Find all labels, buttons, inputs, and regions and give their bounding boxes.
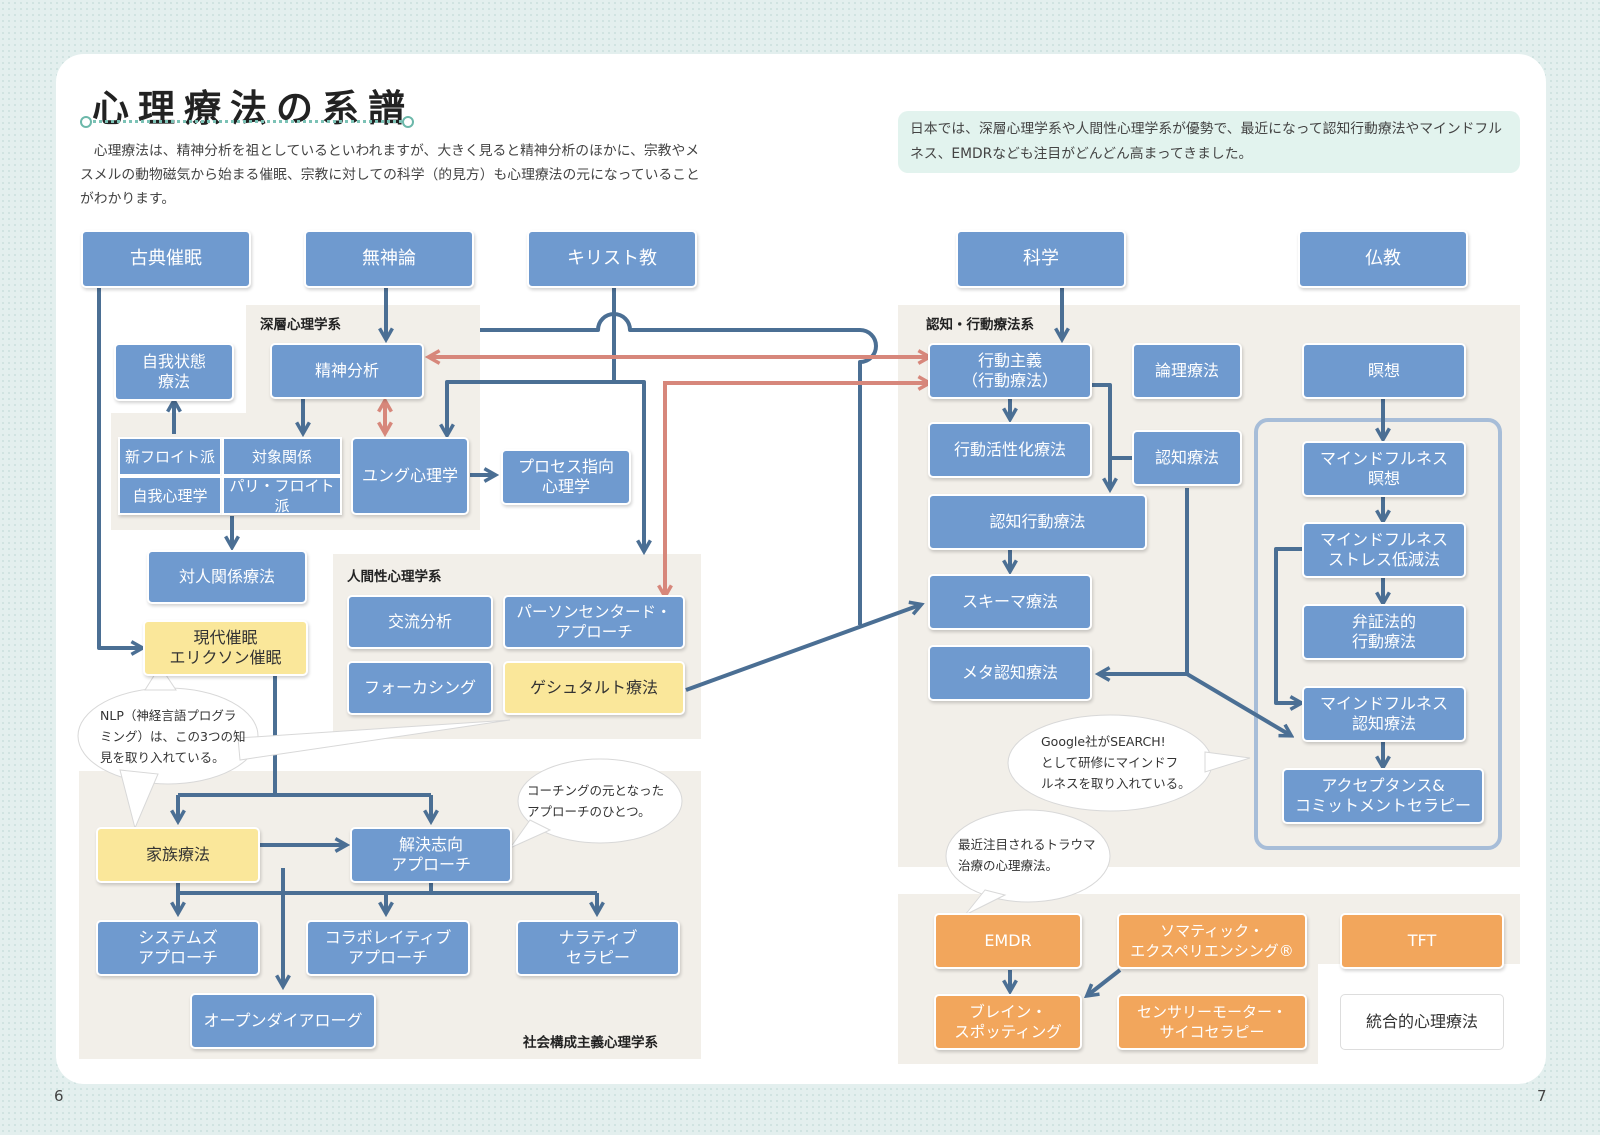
- node-collaborative-approach: コラボレイティブ アプローチ: [306, 920, 470, 976]
- speech-bubbles: [77, 665, 1251, 916]
- connector-somatic-to-brainspotting: [1088, 968, 1122, 995]
- connector-gestalt-to-schema: [685, 605, 920, 692]
- node-mbct: マインドフルネス 認知療法: [1302, 686, 1466, 742]
- node-cognitive-therapy: 認知療法: [1132, 430, 1242, 486]
- node-family-therapy: 家族療法: [96, 827, 260, 883]
- node-psychoanalysis: 精神分析: [270, 343, 424, 399]
- red-connectors: [385, 357, 928, 595]
- node-jungian: ユング心理学: [351, 437, 469, 515]
- group-label-humanistic: 人間性心理学系: [347, 569, 442, 585]
- bubble-nlp-tail-right: [237, 719, 511, 761]
- root-node-christianity: キリスト教: [527, 230, 697, 288]
- connector-behaviorism-to-cbt: [1092, 383, 1110, 488]
- node-open-dialogue: オープンダイアローグ: [190, 993, 376, 1049]
- page-number-right: 7: [1537, 1087, 1547, 1105]
- node-meditation: 瞑想: [1302, 343, 1466, 399]
- connector-christianity-to-person-centered: [614, 380, 644, 550]
- node-cbt: 認知行動療法: [928, 494, 1147, 550]
- bubble-nlp-tail-up: [144, 665, 177, 691]
- bubble-google-text: Google社がSEARCH! として研修にマインドフ ルネスを取り入れている。: [1041, 734, 1191, 791]
- node-rational-therapy: 論理療法: [1132, 343, 1242, 399]
- title-underline-dot-left: [80, 116, 92, 128]
- root-node-buddhism: 仏教: [1298, 230, 1468, 288]
- bubble-coaching-shape: [517, 758, 683, 844]
- node-paris-freudian: パリ・フロイト派: [222, 476, 342, 515]
- node-behavioral-activation: 行動活性化療法: [928, 422, 1092, 478]
- node-gestalt: ゲシュタルト療法: [503, 661, 685, 715]
- title-underline-dot-right: [402, 116, 414, 128]
- node-focusing: フォーカシング: [347, 661, 493, 715]
- node-ego-state: 自我状態 療法: [114, 343, 234, 401]
- page-number-left: 6: [54, 1087, 64, 1105]
- bubble-trauma-shape: [945, 809, 1111, 903]
- bubble-google-tail: [1204, 751, 1251, 773]
- node-emdr: EMDR: [934, 913, 1082, 969]
- node-transactional-analysis: 交流分析: [347, 595, 493, 649]
- node-mbsr: マインドフルネス ストレス低減法: [1302, 522, 1466, 578]
- bubble-nlp-tail-down: [119, 769, 159, 830]
- node-brainspotting: ブレイン・ スポッティング: [934, 994, 1082, 1050]
- group-label-social-constructionism: 社会構成主義心理学系: [523, 1035, 658, 1051]
- node-sensorimotor: センサリーモーター・ サイコセラピー: [1117, 994, 1307, 1050]
- intro-text: 心理療法は、精神分析を祖としているといわれますが、大きく見ると精神分析のほかに、…: [80, 143, 700, 207]
- node-dbt: 弁証法的 行動療法: [1302, 604, 1466, 660]
- note-box: 日本では、深層心理学系や人間性心理学系が優勢で、最近になって認知行動療法やマイン…: [898, 111, 1520, 173]
- connector-cognitive-to-mbct: [1185, 672, 1290, 735]
- node-process-oriented: プロセス指向 心理学: [501, 449, 631, 505]
- node-object-relations: 対象関係: [222, 437, 342, 476]
- group-label-cbt: 認知・行動療法系: [926, 317, 1034, 333]
- connector-christianity-to-jungian: [447, 288, 616, 434]
- node-meta-cognitive: メタ認知療法: [928, 645, 1092, 701]
- root-node-classical-hypnosis: 古典催眠: [81, 230, 251, 288]
- node-neo-freudian: 新フロイト派: [118, 437, 222, 476]
- bubble-nlp-text: NLP（神経言語プログラ ミング）は、この3つの知 見を取り入れている。: [100, 708, 246, 765]
- bubble-trauma-text: 最近注目されるトラウマ 治療の心理療法。: [958, 837, 1096, 873]
- node-tft: TFT: [1340, 913, 1504, 969]
- connector-classical-to-modern-hypnosis: [97, 288, 141, 648]
- bubble-coaching-tail: [508, 819, 552, 850]
- node-act: アクセプタンス& コミットメントセラピー: [1282, 768, 1484, 824]
- connector-person-centered-behaviorism: [665, 383, 928, 595]
- group-label-depth: 深層心理学系: [260, 317, 341, 333]
- bubble-trauma-tail: [964, 889, 1007, 916]
- node-systems-approach: システムズ アプローチ: [96, 920, 260, 976]
- node-somatic-experiencing: ソマティック・ エクスペリエンシング®: [1117, 913, 1307, 969]
- node-schema-therapy: スキーマ療法: [928, 574, 1092, 630]
- node-person-centered: パーソンセンタード・ アプローチ: [503, 595, 685, 649]
- node-mindfulness-meditation: マインドフルネス 瞑想: [1302, 441, 1466, 497]
- title-underline: [86, 120, 408, 123]
- node-modern-hypnosis: 現代催眠 エリクソン催眠: [143, 620, 308, 676]
- node-narrative-therapy: ナラティブ セラピー: [516, 920, 680, 976]
- node-integrative: 統合的心理療法: [1340, 994, 1504, 1050]
- node-ego-psychology: 自我心理学: [118, 476, 222, 515]
- mindfulness-frame: [1254, 418, 1502, 850]
- node-behaviorism: 行動主義 （行動療法）: [928, 343, 1092, 399]
- node-interpersonal: 対人関係療法: [147, 550, 307, 604]
- root-node-atheism: 無神論: [304, 230, 474, 288]
- bubble-coaching-text: コーチングの元となった アプローチのひとつ。: [527, 783, 665, 819]
- root-node-science: 科学: [956, 230, 1126, 288]
- node-solution-focused: 解決志向 アプローチ: [350, 827, 512, 883]
- connector-mbsr-to-mbct: [1274, 547, 1302, 703]
